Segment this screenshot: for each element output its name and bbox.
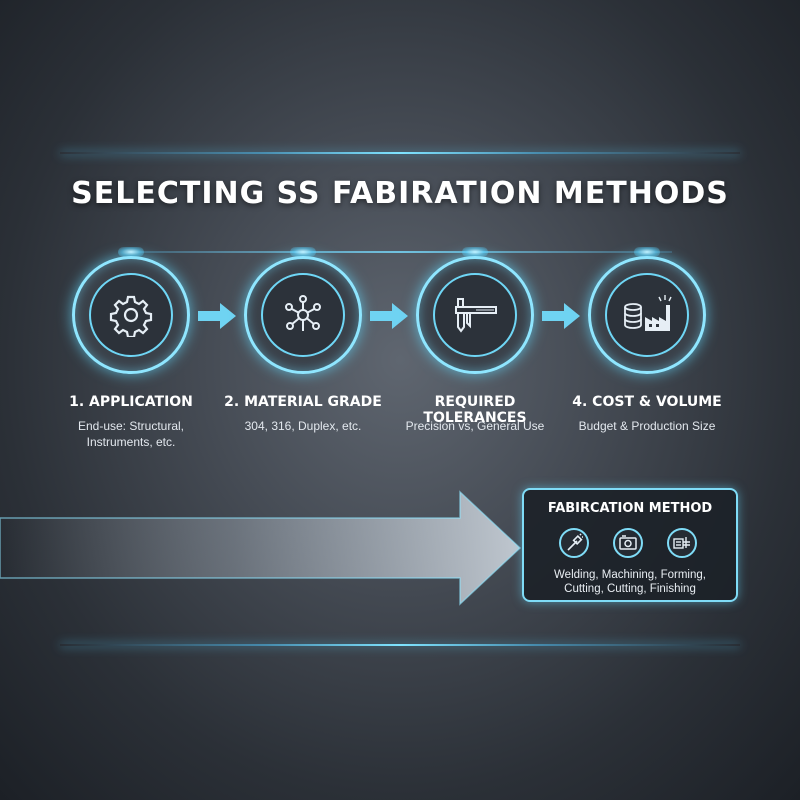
method-title: FABIRCATION METHOD xyxy=(547,501,713,516)
forming-machine-icon xyxy=(667,528,697,558)
molecule-icon xyxy=(285,295,321,331)
step-2-circle xyxy=(244,256,362,374)
method-description: Welding, Machining, Forming, Cutting, Cu… xyxy=(524,568,736,596)
step-3-title: REQUIRED TOLERANCES xyxy=(423,394,527,426)
step-4-title: 4. COST & VOLUME xyxy=(572,394,722,410)
step-4-description: Budget & Production Size xyxy=(578,419,716,433)
step-connector-line xyxy=(128,251,672,253)
coins-factory-icon xyxy=(624,295,672,331)
arrow-right-icon xyxy=(542,303,580,329)
connector-node xyxy=(118,247,144,257)
connector-node xyxy=(462,247,488,257)
step-2-title: 2. MATERIAL GRADE xyxy=(224,394,382,410)
caliper-icon xyxy=(455,298,497,333)
bottom-glow-line xyxy=(60,644,740,646)
fabrication-method-box: FABIRCATION METHOD Welding, Machining, F… xyxy=(522,488,738,602)
step-2-description: 304, 316, Duplex, etc. xyxy=(244,419,362,433)
method-description-line-2: Cutting, Cutting, Finishing xyxy=(564,583,696,595)
arrow-right-icon xyxy=(198,303,236,329)
step-1-circle xyxy=(72,256,190,374)
step-1-title: 1. APPLICATION xyxy=(69,394,193,410)
big-flow-arrow-icon xyxy=(0,490,522,606)
step-3-circle xyxy=(416,256,534,374)
arrow-right-icon xyxy=(370,303,408,329)
machining-icon xyxy=(613,528,643,558)
top-glow-line xyxy=(60,152,740,154)
step-3-description: Precision vs, General Use xyxy=(405,419,545,433)
connector-node xyxy=(290,247,316,257)
method-description-line-1: Welding, Machining, Forming, xyxy=(554,569,706,581)
welding-torch-icon xyxy=(559,528,589,558)
step-4-circle xyxy=(588,256,706,374)
gear-icon xyxy=(109,295,153,337)
connector-node xyxy=(634,247,660,257)
step-1-description: End-use: Structural, Instruments, etc. xyxy=(77,419,185,449)
page-title: SELECTING SS FABIRATION METHODS xyxy=(71,176,729,211)
